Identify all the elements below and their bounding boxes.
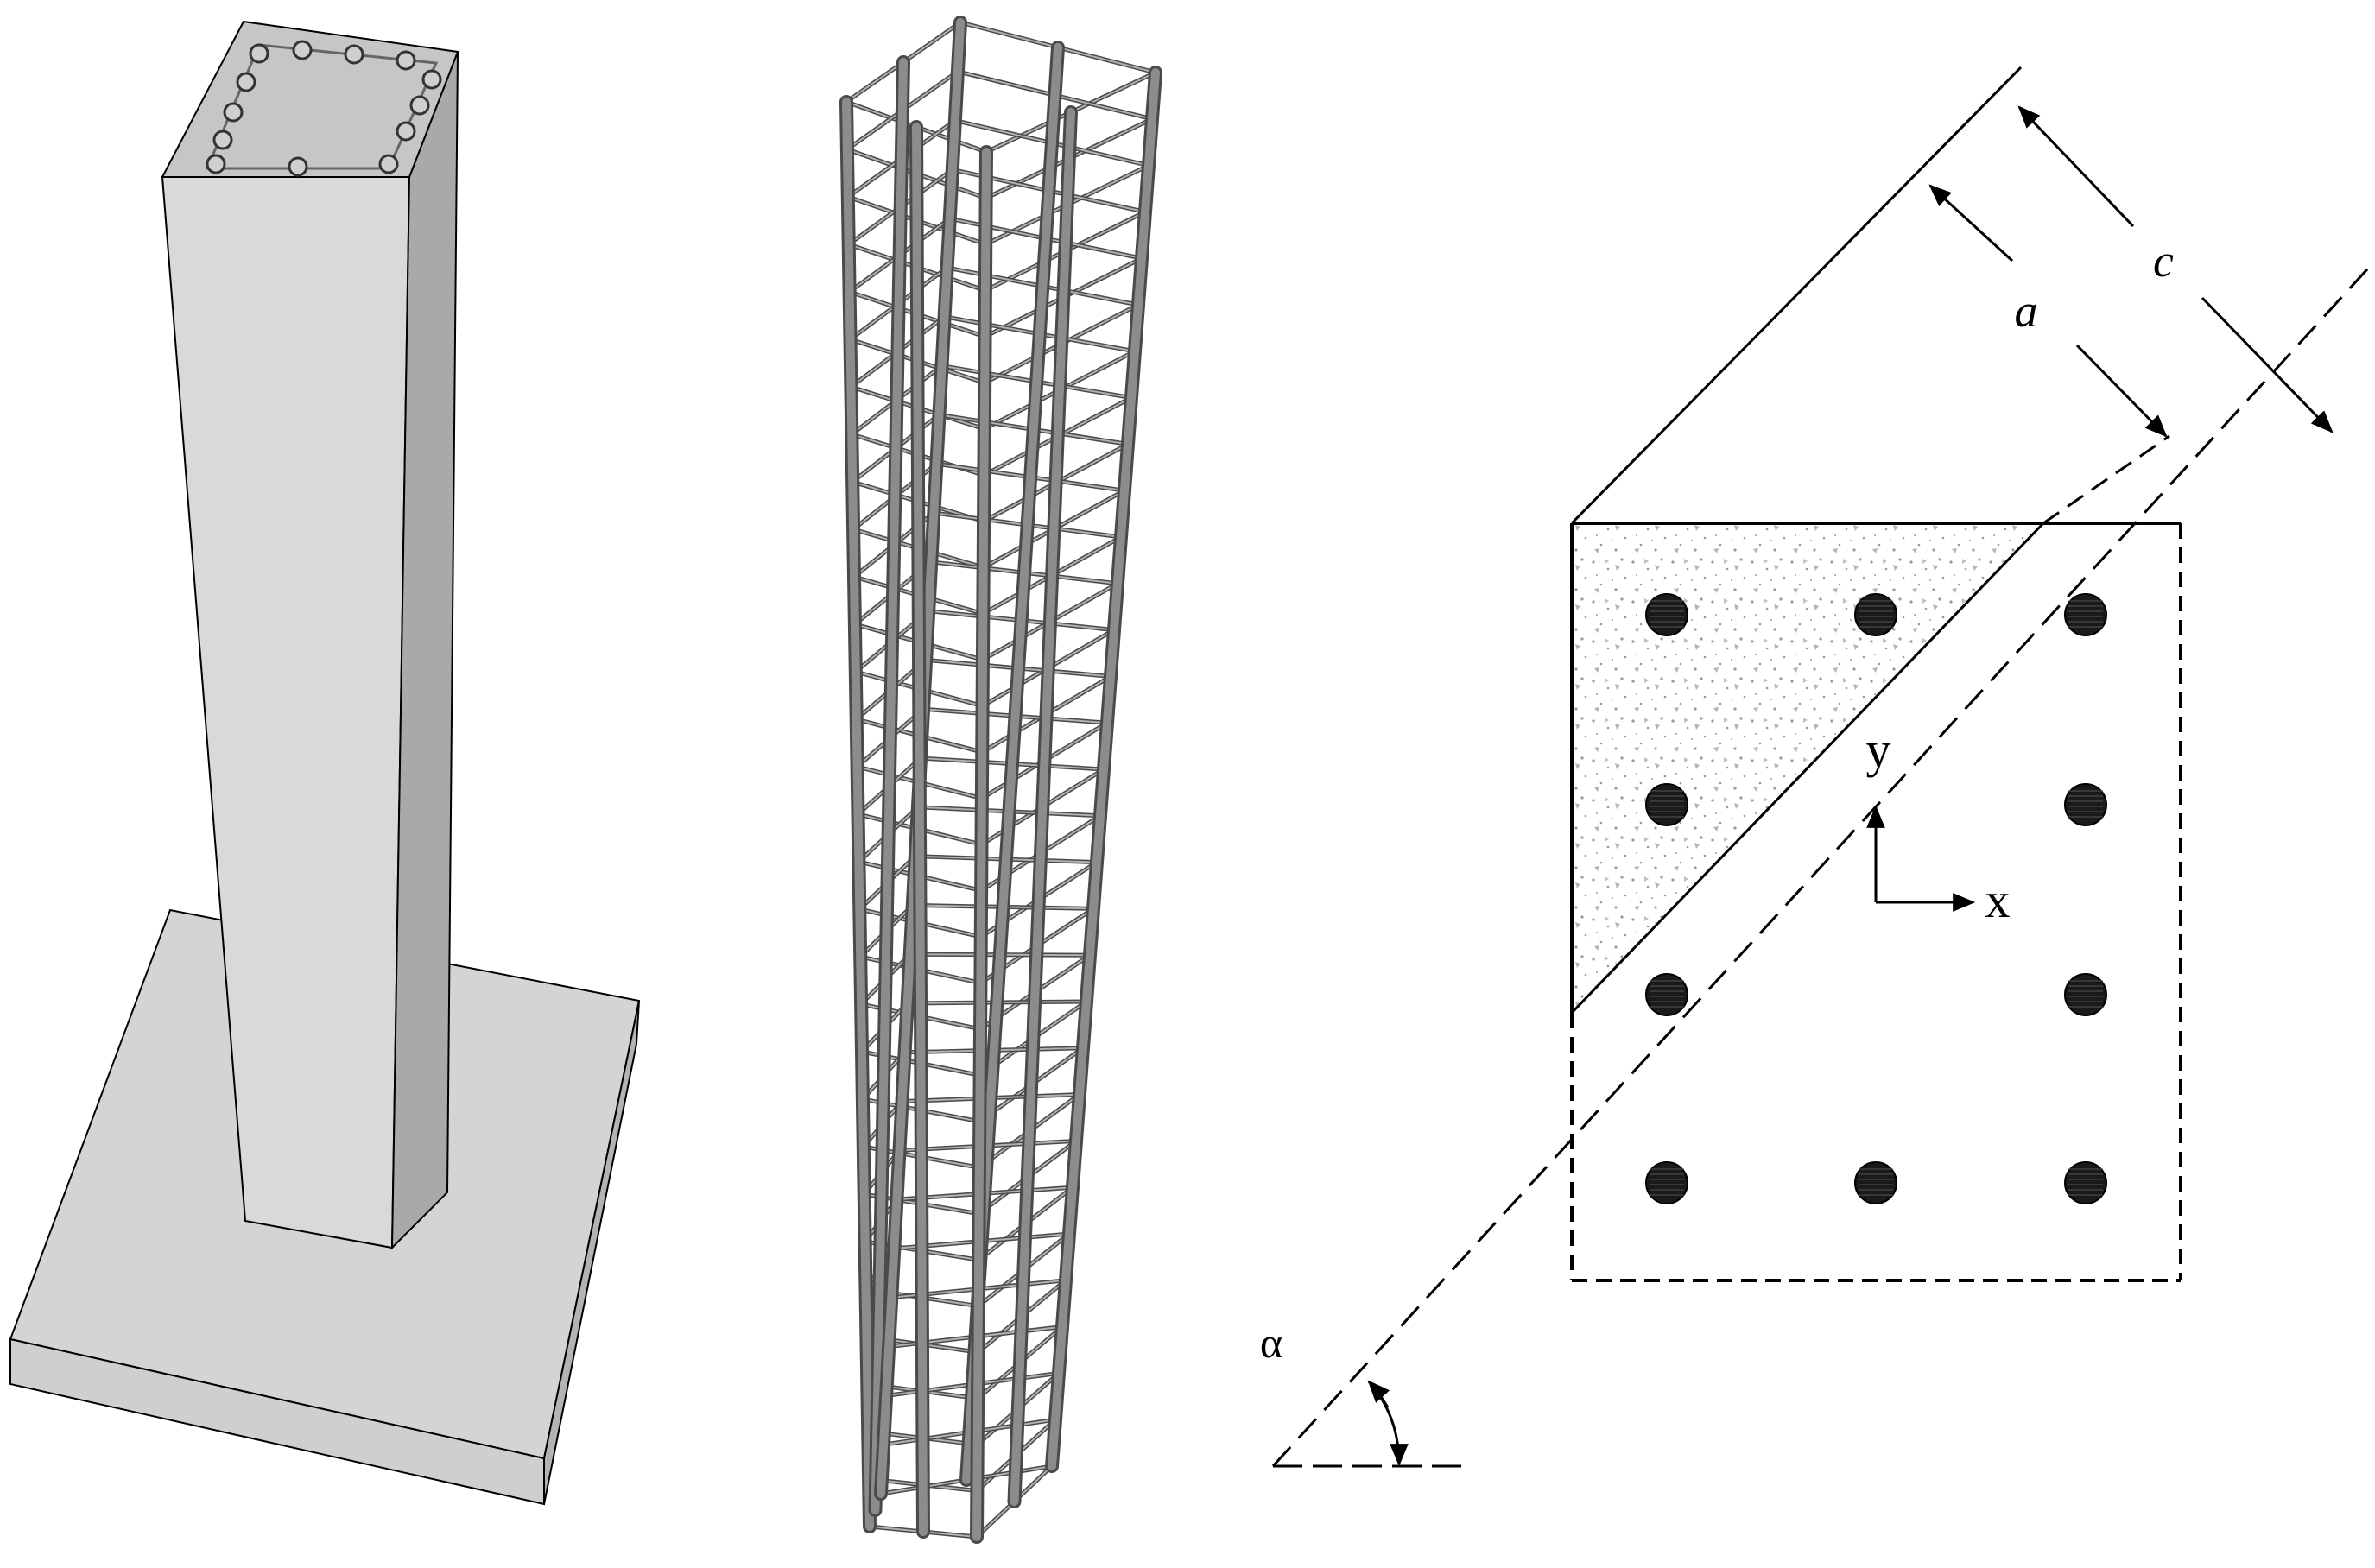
rebar-tie-highlight xyxy=(846,119,1151,246)
rebar-end xyxy=(288,156,308,177)
longitudinal-rebar-highlight xyxy=(912,123,928,1536)
rebar-cage-illustration xyxy=(839,16,1162,1544)
section-rebar-dot xyxy=(1854,593,1897,636)
longitudinal-rebar-highlight xyxy=(871,58,908,1514)
compression-block-line xyxy=(1570,522,2045,1015)
column-cross-section-diagram: a c y x α xyxy=(1260,66,2375,1468)
x-axis-label: x xyxy=(1986,872,2011,928)
compression-block-line-ext xyxy=(2042,434,2170,525)
angle-arc-start-arrow xyxy=(1367,1380,1390,1408)
longitudinal-rebar-highlight xyxy=(1010,108,1075,1506)
dimension-a-label: a xyxy=(2015,285,2038,337)
dimension-c-line-1 xyxy=(2017,105,2135,228)
rebar-end xyxy=(344,44,364,65)
section-rebar-dot xyxy=(1645,1161,1688,1204)
section-rebar-dot xyxy=(1645,593,1688,636)
extension-line-corner xyxy=(1570,66,2023,525)
angle-alpha-label: α xyxy=(1260,1318,1282,1367)
angle-arc xyxy=(1367,1381,1409,1467)
rebar-end xyxy=(206,154,226,174)
section-rebar-dot xyxy=(1854,1161,1897,1204)
rebar-end xyxy=(396,50,416,71)
rebar-tie xyxy=(843,117,1156,247)
rebar-end xyxy=(212,130,233,150)
section-rebar-dot xyxy=(1645,973,1688,1016)
longitudinal-rebar-highlight xyxy=(1048,68,1160,1470)
section-rebar-dot xyxy=(2064,1161,2107,1204)
rebar-end xyxy=(409,95,430,116)
section-rebar-dot xyxy=(1645,783,1688,826)
section-rebar-dots xyxy=(1645,593,2107,1204)
section-rebar-dot xyxy=(2064,593,2107,636)
rebar-end xyxy=(292,40,313,60)
neutral-axis-line xyxy=(1271,259,2375,1468)
dimension-a-line-1 xyxy=(1928,184,2014,262)
dimension-a-line-2 xyxy=(2075,344,2168,438)
concrete-column-illustration xyxy=(9,20,641,1506)
rebar-tie-highlight xyxy=(865,1325,1066,1400)
y-axis-label: y xyxy=(1866,722,1891,778)
rebar-end xyxy=(421,69,442,90)
rebar-end xyxy=(378,154,399,174)
rebar-end xyxy=(223,102,244,123)
section-rebar-dot xyxy=(2064,783,2107,826)
rebar-end xyxy=(236,72,256,92)
rebar-end xyxy=(396,121,416,142)
longitudinal-rebar-highlight xyxy=(972,148,991,1541)
longitudinal-rebar-highlight xyxy=(842,98,874,1531)
column-top-rebar-ends xyxy=(206,40,442,177)
footing-side-face xyxy=(543,1000,640,1505)
dimension-c-line-2 xyxy=(2201,296,2334,433)
column-top-face xyxy=(161,20,459,178)
rebar-end xyxy=(249,43,269,64)
dimension-c-label: c xyxy=(2153,235,2174,287)
section-rebar-dot xyxy=(2064,973,2107,1016)
